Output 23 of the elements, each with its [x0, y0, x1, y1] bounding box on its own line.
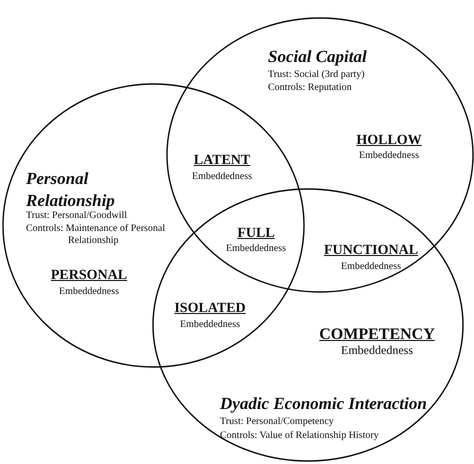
set-title: Dyadic Economic Interaction — [220, 394, 427, 414]
region-name: PERSONAL — [50, 268, 128, 284]
region-name: FUNCTIONAL — [324, 243, 418, 258]
set-title: Personal Relationship — [26, 168, 116, 211]
set-description: Trust: Social (3rd party) — [268, 69, 365, 80]
region-subtitle: Embeddedness — [59, 286, 119, 297]
set-description: Controls: Maintenance of Personal Relationship — [26, 223, 166, 246]
region-subtitle: Embeddedness — [341, 344, 413, 358]
region-name: COMPETENCY — [319, 326, 435, 344]
region-subtitle: Embeddedness — [180, 319, 240, 330]
region-name: LATENT — [194, 153, 250, 168]
region-subtitle: Embeddedness — [192, 171, 252, 182]
set-description: Controls: Reputation — [268, 82, 352, 94]
set-description: Trust: Personal/Goodwill — [26, 210, 128, 222]
set-title: Social Capital — [268, 47, 367, 67]
region-subtitle: Embeddedness — [226, 243, 286, 254]
set-description: Trust: Personal/Competency — [220, 416, 334, 428]
region-subtitle: Embeddedness — [341, 261, 401, 272]
region-name: HOLLOW — [356, 133, 422, 148]
region-name: ISOLATED — [174, 301, 246, 316]
set-description: Controls: Value of Relationship History — [220, 430, 379, 442]
region-name: FULL — [237, 226, 275, 242]
region-subtitle: Embeddedness — [359, 150, 419, 161]
